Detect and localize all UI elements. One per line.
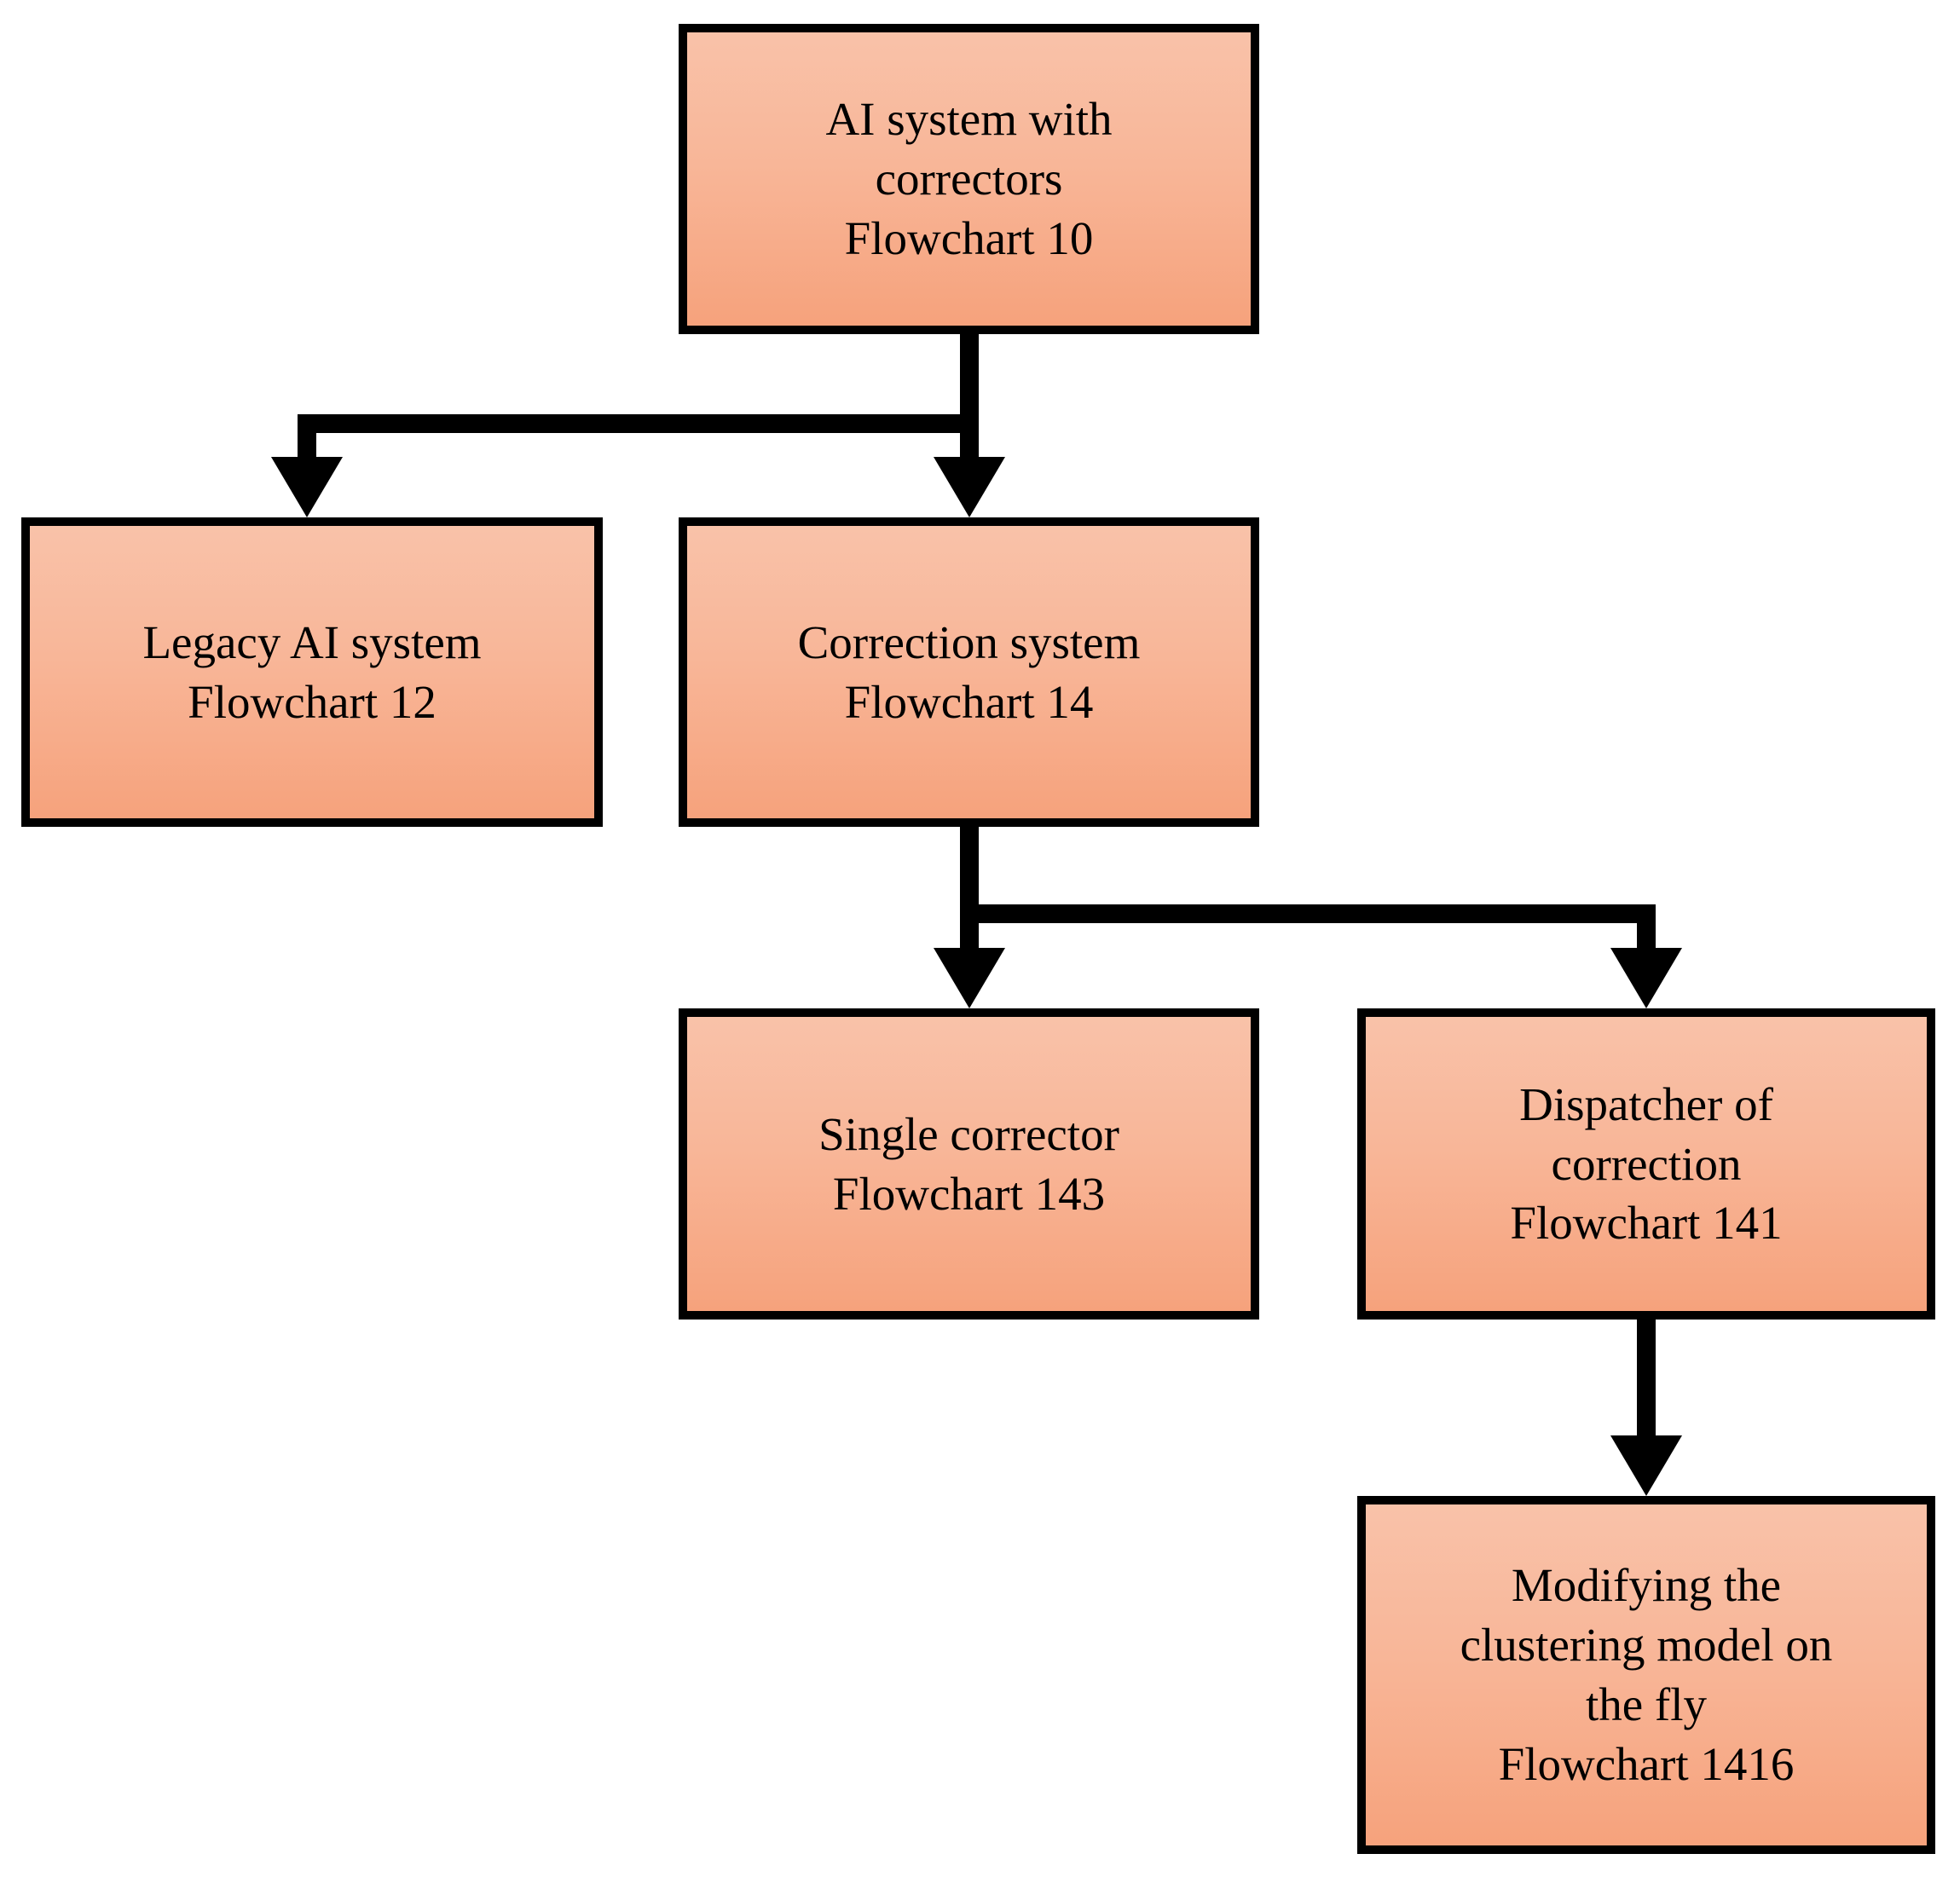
node-label-legacy: Legacy AI system Flowchart 12 <box>142 615 482 728</box>
node-label-dispatcher: Dispatcher of correction Flowchart 141 <box>1510 1077 1783 1250</box>
node-label-root: AI system with correctors Flowchart 10 <box>825 93 1113 264</box>
edge-root-to-correction <box>934 334 1005 517</box>
edge-correction-to-dispatcher <box>960 827 1682 1008</box>
edge-root-to-legacy <box>271 334 979 517</box>
node-label-single: Single corrector Flowchart 143 <box>818 1107 1119 1220</box>
node-correction-system[interactable]: Correction system Flowchart 14 <box>679 517 1259 827</box>
edge-dispatcher-to-modifying <box>1610 1320 1682 1496</box>
node-single-corrector[interactable]: Single corrector Flowchart 143 <box>679 1008 1259 1320</box>
node-ai-system-with-correctors[interactable]: AI system with correctors Flowchart 10 <box>679 24 1259 334</box>
node-label-modifying: Modifying the clustering model on the fl… <box>1460 1559 1833 1790</box>
node-dispatcher-of-correction[interactable]: Dispatcher of correction Flowchart 141 <box>1357 1008 1935 1320</box>
edge-correction-to-single <box>934 827 1005 1008</box>
node-label-correction: Correction system Flowchart 14 <box>797 615 1141 728</box>
node-legacy-ai-system[interactable]: Legacy AI system Flowchart 12 <box>21 517 603 827</box>
node-modifying-clustering-model[interactable]: Modifying the clustering model on the fl… <box>1357 1496 1935 1854</box>
